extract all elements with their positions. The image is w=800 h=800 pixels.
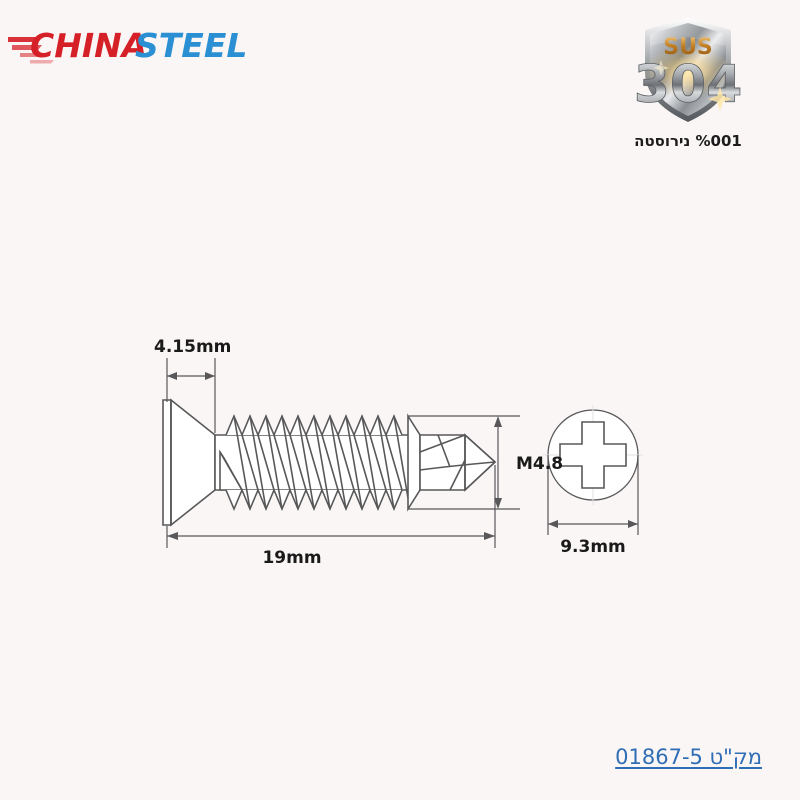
dimension-lines xyxy=(166,358,520,548)
speed-lines-icon xyxy=(8,37,54,64)
brand-logo: CHINA STEEL xyxy=(8,16,268,70)
threaded-shank xyxy=(214,413,421,512)
side-view xyxy=(162,398,497,527)
badge-grade-prefix: SUS xyxy=(663,35,713,60)
dimension-label-thread-diameter: M4.8 xyxy=(516,454,563,474)
dimension-label-overall-length: 19mm xyxy=(262,548,321,568)
phillips-cross-recess xyxy=(559,421,627,489)
sparkle-icon xyxy=(653,60,669,76)
badge-grade-number: 304 xyxy=(634,55,743,115)
screw-technical-drawing: 4.15mm 19mm M4.8 9.3mm xyxy=(120,330,700,580)
material-grade-badge: SUS 304 100% נירוסטה xyxy=(608,10,768,160)
top-view xyxy=(543,405,643,505)
brand-name-secondary: STEEL xyxy=(135,26,247,65)
sku-link[interactable]: מק"ט 5-76810 xyxy=(615,745,762,769)
badge-caption: 100% נירוסטה xyxy=(634,132,742,150)
shield-icon: SUS 304 xyxy=(633,18,743,122)
self-drilling-point xyxy=(407,413,497,512)
dimension-label-head-height: 4.15mm xyxy=(154,337,231,357)
sparkle-icon xyxy=(708,87,732,111)
dimension-label-head-diameter: 9.3mm xyxy=(560,537,626,557)
dimension-lines-top-view xyxy=(547,455,639,535)
brand-name-primary: CHINA xyxy=(30,26,147,65)
countersunk-head xyxy=(162,398,216,527)
